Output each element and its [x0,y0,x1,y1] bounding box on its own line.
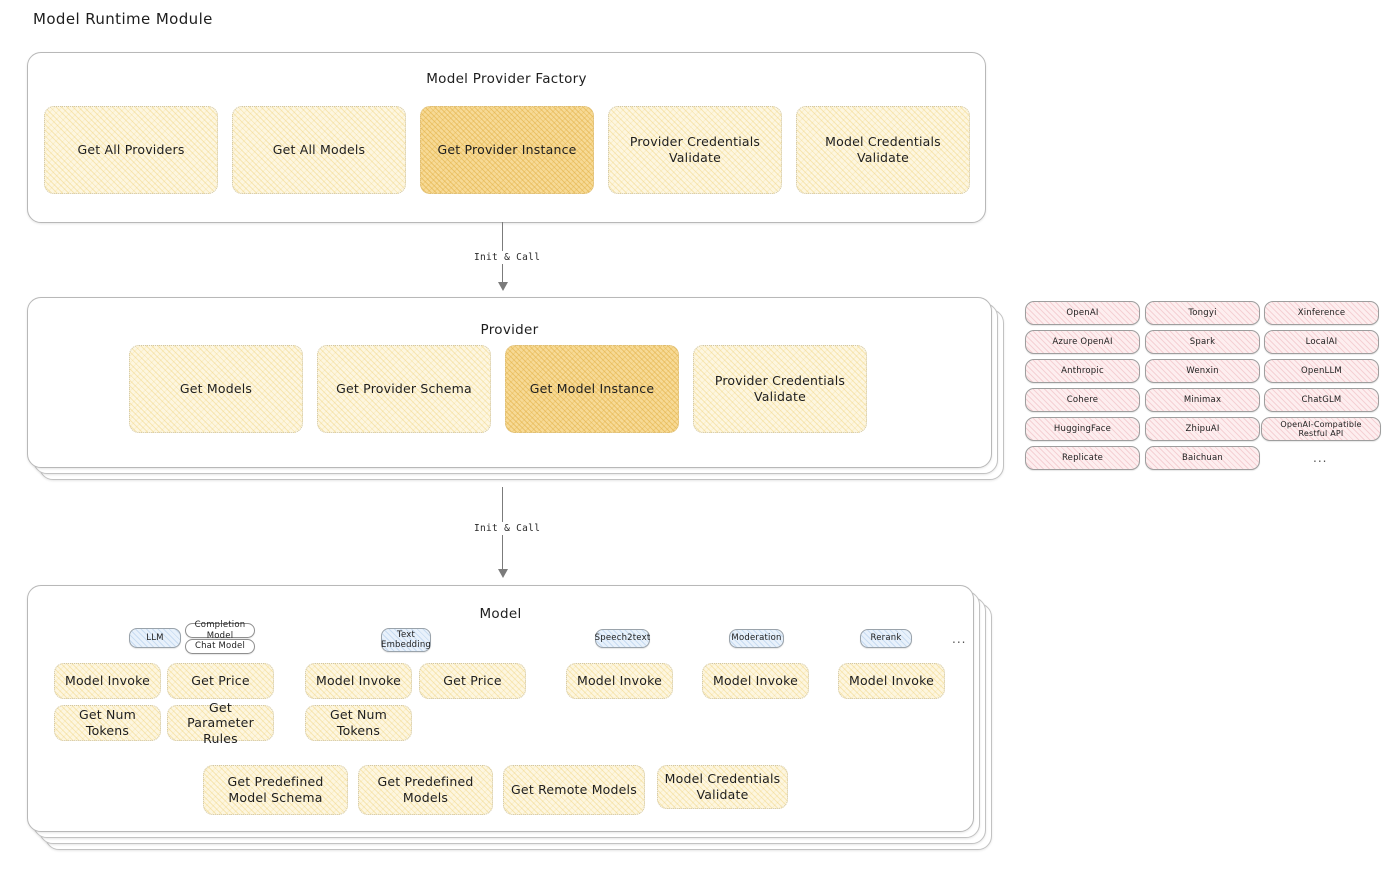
provider-pill-openai-compatible-restful-api[interactable]: OpenAI-Compatible Restful API [1261,417,1381,441]
model-method-llm-get-parameter-rules[interactable]: Get Parameter Rules [167,700,274,746]
model-method-llm-model-invoke[interactable]: Model Invoke [54,663,161,699]
arrow-factory-to-provider-label: Init & Call [470,251,545,264]
provider-pill-tongyi[interactable]: Tongyi [1145,301,1260,325]
model-method-embedding-get-price[interactable]: Get Price [419,663,526,699]
model-subtype-badge-chat-model[interactable]: Chat Model [185,639,255,654]
factory-method-get-all-providers[interactable]: Get All Providers [44,106,218,194]
model-title: Model [479,606,522,622]
provider-pill-cohere[interactable]: Cohere [1025,388,1140,412]
provider-pill-replicate[interactable]: Replicate [1025,446,1140,470]
provider-pill-xinference[interactable]: Xinference [1264,301,1379,325]
factory-method-provider-credentials-validate[interactable]: Provider Credentials Validate [608,106,782,194]
provider-method-provider-credentials-validate[interactable]: Provider Credentials Validate [693,345,867,433]
arrow-provider-to-model-head [498,569,508,578]
model-subtype-badge-completion-model[interactable]: Completion Model [185,620,255,641]
model-type-badge-speech2text[interactable]: Speech2text [595,629,650,648]
model-method-llm-get-num-tokens[interactable]: Get Num Tokens [54,705,161,741]
provider-method-get-models[interactable]: Get Models [129,345,303,433]
model-type-badge-llm[interactable]: LLM [129,628,181,648]
provider-pill-zhipuai[interactable]: ZhipuAI [1145,417,1260,441]
provider-pill-minimax[interactable]: Minimax [1145,388,1260,412]
provider-list-more-ellipsis: ... [1313,451,1328,465]
provider-pill-chatglm[interactable]: ChatGLM [1264,388,1379,412]
model-shared-method-get-remote-models[interactable]: Get Remote Models [503,765,645,815]
model-type-badge-rerank[interactable]: Rerank [860,629,912,648]
model-method-llm-get-price[interactable]: Get Price [167,663,274,699]
provider-pill-azure-openai[interactable]: Azure OpenAI [1025,330,1140,354]
model-method-moderation-model-invoke[interactable]: Model Invoke [702,663,809,699]
factory-method-model-credentials-validate[interactable]: Model Credentials Validate [796,106,970,194]
factory-method-get-provider-instance[interactable]: Get Provider Instance [420,106,594,194]
provider-pill-localai[interactable]: LocalAI [1264,330,1379,354]
provider-pill-huggingface[interactable]: HuggingFace [1025,417,1140,441]
model-shared-method-model-credentials-validate[interactable]: Model Credentials Validate [657,765,788,809]
model-method-speech2text-model-invoke[interactable]: Model Invoke [566,663,673,699]
model-provider-factory-title: Model Provider Factory [426,71,587,87]
model-groups-more-ellipsis: ... [952,632,967,646]
factory-method-get-all-models[interactable]: Get All Models [232,106,406,194]
arrow-provider-to-model-label: Init & Call [470,522,545,535]
provider-pill-anthropic[interactable]: Anthropic [1025,359,1140,383]
provider-pill-wenxin[interactable]: Wenxin [1145,359,1260,383]
model-shared-method-get-predefined-model-schema[interactable]: Get Predefined Model Schema [203,765,348,815]
model-shared-method-get-predefined-models[interactable]: Get Predefined Models [358,765,493,815]
provider-pill-openai[interactable]: OpenAI [1025,301,1140,325]
provider-method-get-provider-schema[interactable]: Get Provider Schema [317,345,491,433]
model-method-embedding-get-num-tokens[interactable]: Get Num Tokens [305,705,412,741]
page-title: Model Runtime Module [33,10,213,28]
model-method-embedding-model-invoke[interactable]: Model Invoke [305,663,412,699]
provider-pill-baichuan[interactable]: Baichuan [1145,446,1260,470]
provider-title: Provider [480,322,539,338]
model-type-badge-text-embedding[interactable]: Text Embedding [381,628,432,652]
provider-method-get-model-instance[interactable]: Get Model Instance [505,345,679,433]
model-type-badge-moderation[interactable]: Moderation [729,629,784,648]
model-method-rerank-model-invoke[interactable]: Model Invoke [838,663,945,699]
provider-pill-spark[interactable]: Spark [1145,330,1260,354]
provider-pill-openllm[interactable]: OpenLLM [1264,359,1379,383]
arrow-factory-to-provider-head [498,282,508,291]
